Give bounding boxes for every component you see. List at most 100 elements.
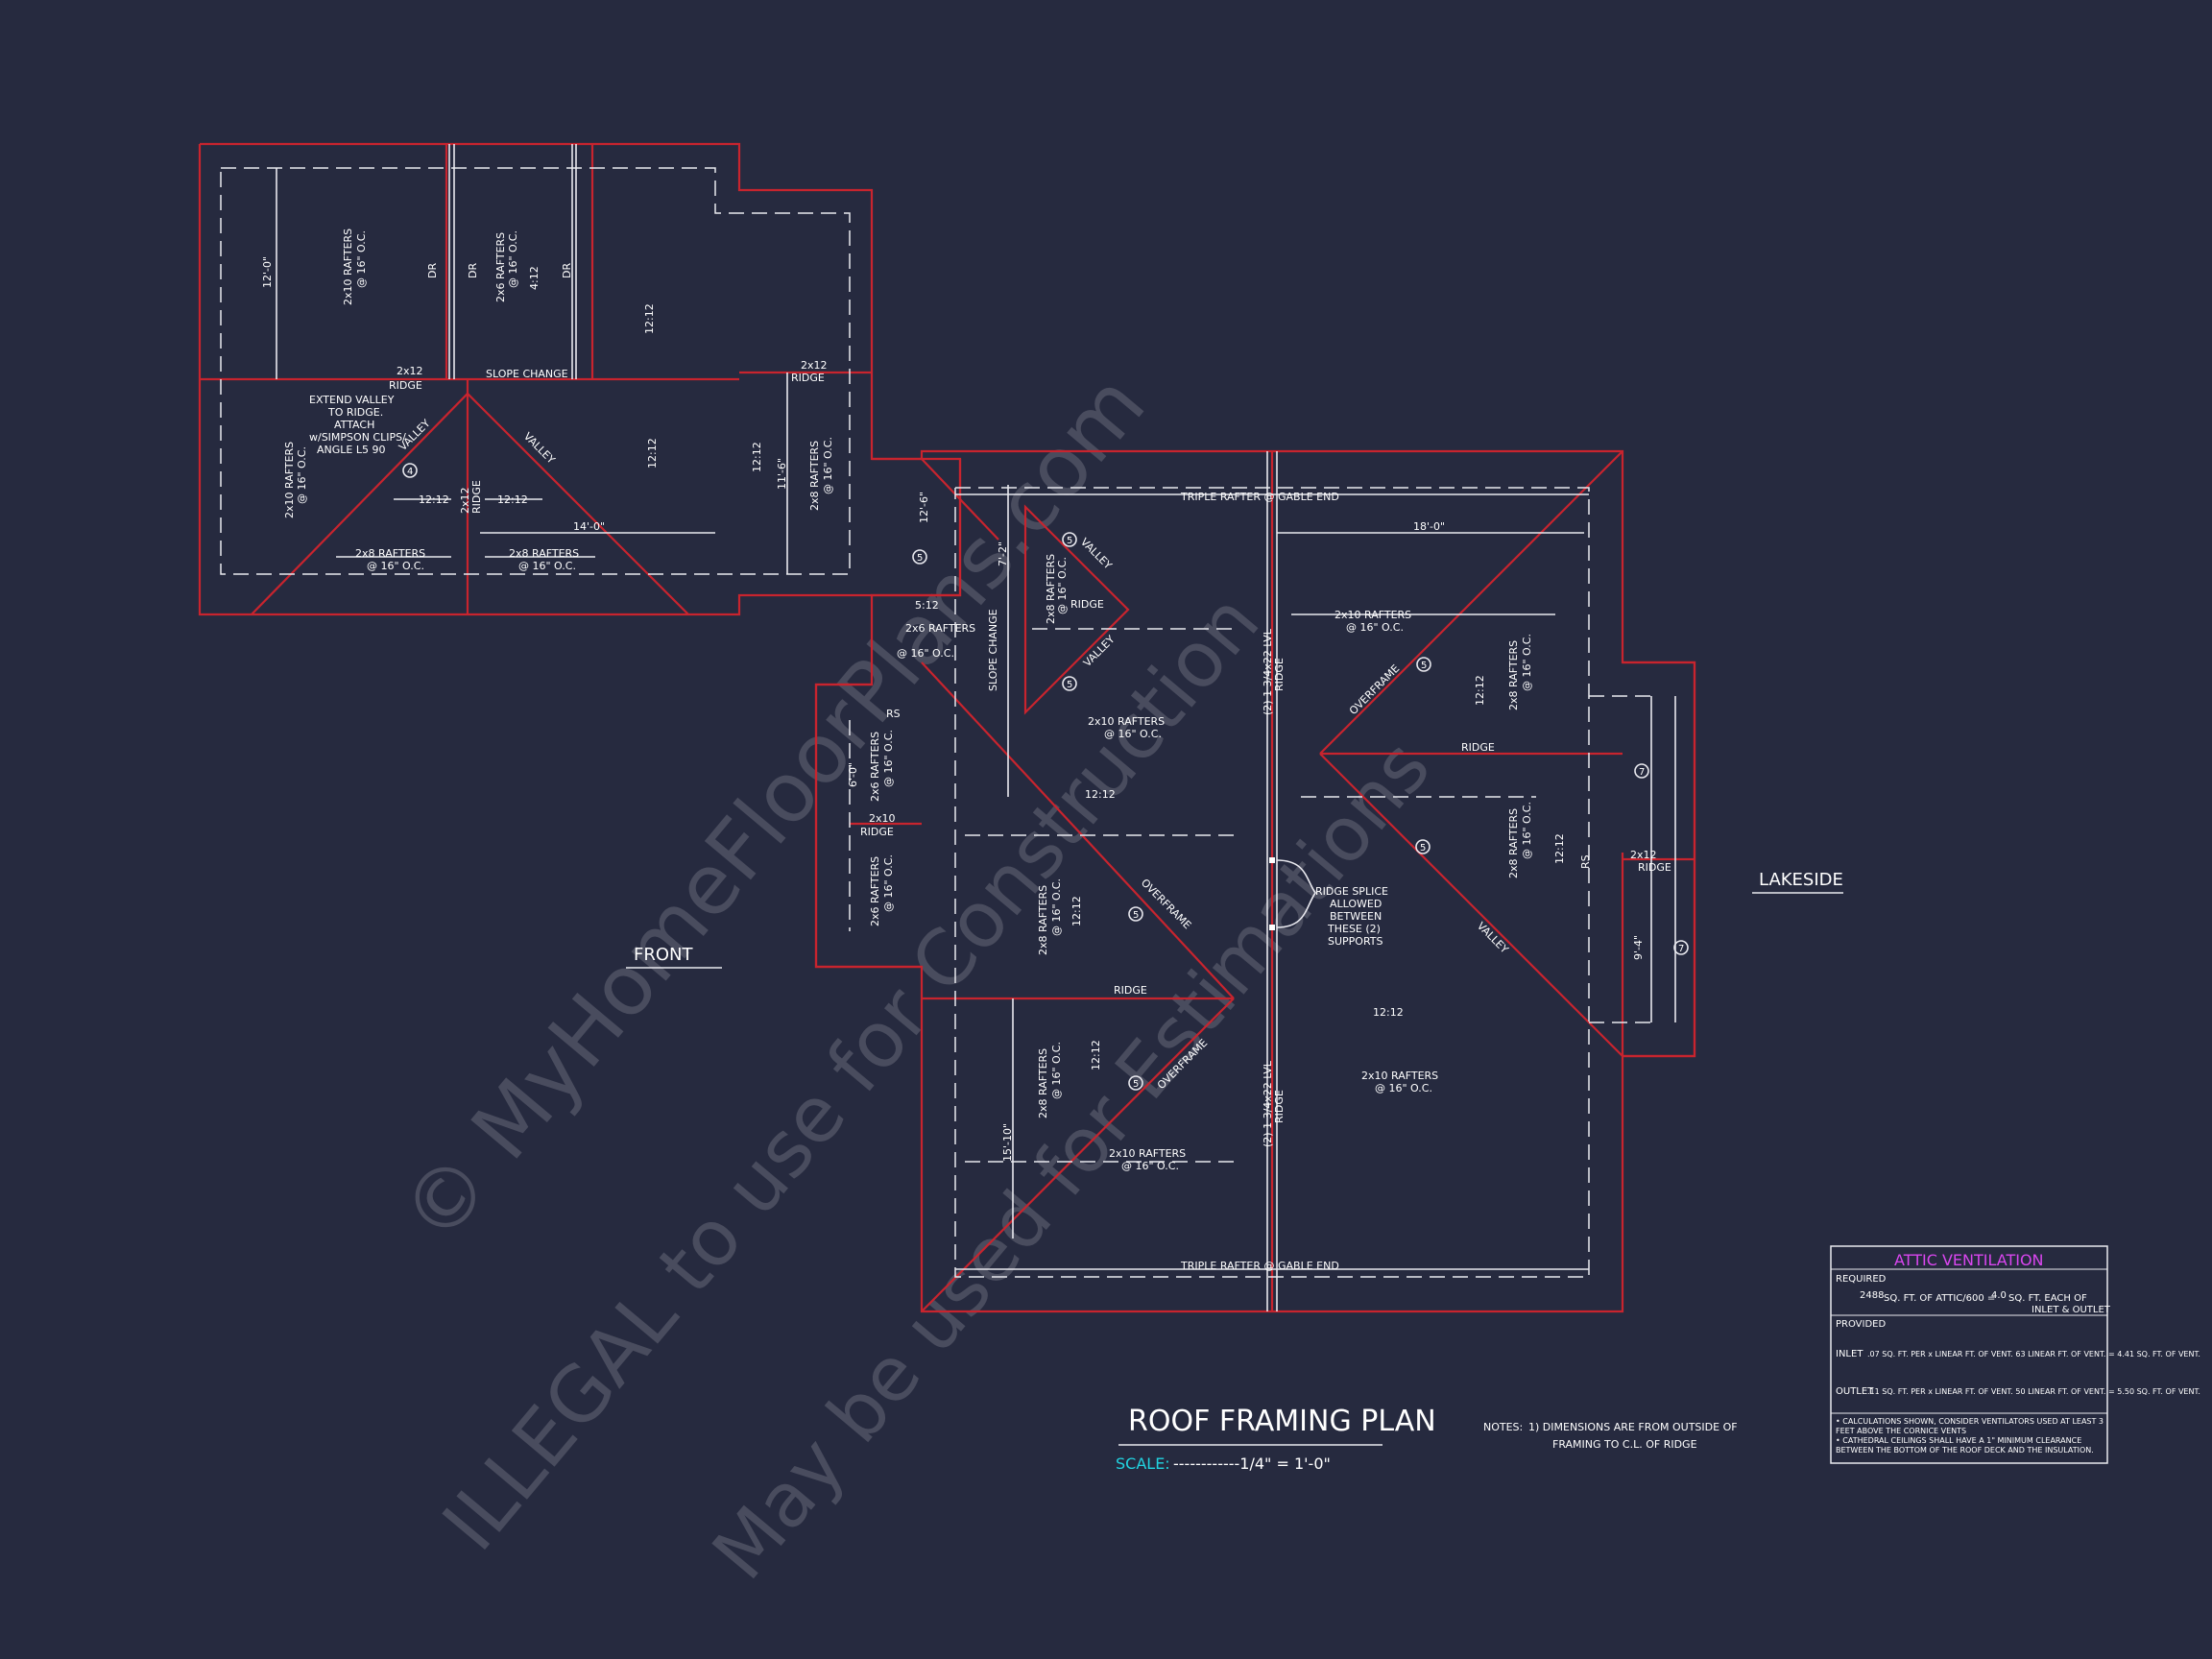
ridge-size: 2x12: [801, 359, 828, 372]
rafter-spacing: @ 16" O.C.: [1521, 634, 1533, 691]
tag-5: 5: [1421, 661, 1427, 671]
ridge-label: RIDGE: [1273, 658, 1286, 691]
pitch-label: 12:12: [646, 438, 659, 469]
pitch-label: 12:12: [751, 442, 763, 472]
note-line: 1) DIMENSIONS ARE FROM OUTSIDE OF: [1528, 1421, 1738, 1433]
left-wing-outline: [198, 142, 962, 616]
required-value: 2488: [1860, 1290, 1884, 1301]
dim-11-6: 11'-6": [776, 458, 788, 490]
dim-14-0: 14'-0": [573, 520, 605, 533]
pitch-label: 5:12: [915, 599, 939, 612]
ridge-splice-note: THESE (2): [1327, 923, 1381, 935]
dr-label: DR: [467, 263, 479, 278]
tag-7: 7: [1639, 767, 1645, 778]
ridge-size: 2x12: [459, 487, 471, 514]
rafter-label: 2x6 RAFTERS: [869, 856, 881, 926]
rafter-spacing: @ 16" O.C.: [1346, 621, 1404, 634]
rafter-label: 2x10 RAFTERS: [1088, 715, 1165, 728]
pitch-label: 12:12: [643, 303, 656, 334]
ridge-label: RIDGE: [1273, 1090, 1286, 1123]
dim-15-10: 15'-10": [1001, 1123, 1014, 1162]
scale-label: SCALE:: [1116, 1455, 1170, 1473]
overframe-label: OVERFRAME: [1347, 662, 1402, 717]
rafter-spacing: @ 16" O.C.: [367, 560, 424, 572]
note-line: FRAMING TO C.L. OF RIDGE: [1552, 1438, 1697, 1451]
triple-rafter-label: TRIPLE RAFTER @ GABLE END: [1180, 491, 1339, 503]
ridge-label: RIDGE: [1114, 984, 1147, 997]
rafter-label: 2x8 RAFTERS: [509, 547, 579, 560]
extend-valley-note: ANGLE L5 90: [317, 444, 385, 456]
attic-ventilation-title: ATTIC VENTILATION: [1894, 1251, 2044, 1269]
rafter-spacing: @ 16" O.C.: [296, 446, 308, 504]
left-wing-framing: [220, 144, 851, 575]
tag-5: 5: [1133, 910, 1139, 921]
ridge-size: 2x12: [1630, 849, 1657, 861]
dim-2-6: 12'-6": [918, 492, 930, 523]
rafter-spacing: @ 16" O.C.: [1121, 1160, 1179, 1172]
attic-note: • CALCULATIONS SHOWN, CONSIDER VENTILATO…: [1836, 1417, 2104, 1435]
pitch-label: 12:12: [1474, 675, 1486, 706]
rafter-label: 2x8 RAFTERS: [1037, 1048, 1049, 1118]
dim-12-0: 12'-0": [261, 256, 274, 288]
rafter-label: 2x8 RAFTERS: [1045, 554, 1057, 624]
rafter-label: 2x10 RAFTERS: [1109, 1147, 1186, 1160]
main-block-framing: [849, 451, 1676, 1311]
rafter-label: 2x6 RAFTERS: [494, 232, 507, 302]
dr-label: DR: [426, 263, 439, 278]
outlet-label: OUTLET: [1836, 1386, 1874, 1397]
rafter-spacing: @ 16" O.C.: [897, 647, 954, 660]
rafter-label: 2x8 RAFTERS: [1037, 885, 1049, 955]
rafter-label: 2x8 RAFTERS: [1507, 640, 1520, 710]
slope-change-label: SLOPE CHANGE: [987, 609, 999, 691]
triple-rafter-label: TRIPLE RAFTER @ GABLE END: [1180, 1260, 1339, 1272]
drawing-title: ROOF FRAMING PLAN: [1128, 1405, 1436, 1438]
rafter-spacing: @ 16" O.C.: [1375, 1082, 1432, 1094]
ridge-label: RIDGE: [470, 480, 483, 514]
pitch-label: 4:12: [528, 266, 541, 290]
rafter-spacing: @ 16" O.C.: [882, 854, 895, 912]
rafter-spacing: @ 16" O.C.: [507, 230, 519, 288]
tag-5: 5: [1067, 536, 1072, 546]
rs-label: RS: [1579, 854, 1592, 869]
pitch-label: 12:12: [1553, 833, 1566, 864]
rafter-label: 2x6 RAFTERS: [905, 622, 975, 635]
inlet-calc: .07 SQ. FT. PER x LINEAR FT. OF VENT. 63…: [1867, 1350, 2200, 1358]
title-area: ROOF FRAMING PLAN SCALE: ------------1/4…: [1116, 1405, 1738, 1473]
rafter-label: 2x10 RAFTERS: [1361, 1070, 1438, 1082]
valley-label: VALLEY: [1078, 536, 1115, 572]
ridge-label: RIDGE: [1070, 598, 1104, 611]
rafter-label: 2x8 RAFTERS: [808, 441, 821, 511]
rafter-spacing: @ 16" O.C.: [355, 230, 368, 288]
ridge-label: RIDGE: [1461, 741, 1495, 754]
rafter-spacing: @ 16" O.C.: [1104, 728, 1162, 740]
required-line: SQ. FT. EACH OF: [2008, 1293, 2087, 1304]
tag-7: 7: [1678, 944, 1684, 954]
ridge-label: RIDGE: [860, 826, 894, 838]
front-label: FRONT: [634, 945, 693, 965]
attic-note: • CATHEDRAL CEILINGS SHALL HAVE A 1" MIN…: [1836, 1436, 2094, 1455]
required-value: 4.0: [1991, 1290, 2007, 1301]
dr-label: DR: [561, 263, 573, 278]
rafter-label: 2x6 RAFTERS: [869, 732, 881, 802]
extend-valley-note: ATTACH: [334, 419, 374, 431]
required-line: SQ. FT. OF ATTIC/600 =: [1884, 1293, 1995, 1304]
extend-valley-note: w/SIMPSON CLIPS/: [309, 431, 406, 444]
tag-4: 4: [407, 467, 413, 477]
dim-9-4: 9'-4": [1632, 935, 1645, 960]
left-wing-labels: 12'-0" 2x10 RAFTERS @ 16" O.C. DR DR DR …: [261, 228, 834, 572]
slope-change-label: SLOPE CHANGE: [486, 368, 568, 380]
lakeside-label: LAKESIDE: [1759, 870, 1843, 890]
tag-5: 5: [1420, 843, 1426, 854]
pitch-label: 12:12: [1373, 1006, 1404, 1019]
rafter-spacing: @ 16" O.C.: [1050, 878, 1063, 936]
ridge-label: RIDGE: [389, 379, 422, 392]
provided-label: PROVIDED: [1836, 1319, 1886, 1330]
dim-6-0: 6'-0": [847, 762, 859, 787]
ridge-label: RIDGE: [1638, 861, 1671, 874]
pitch-label: 12:12: [1090, 1040, 1102, 1070]
extend-valley-note: EXTEND VALLEY: [309, 394, 395, 406]
ridge-label: RIDGE: [791, 372, 825, 384]
rs-label: RS: [886, 708, 901, 720]
ridge-splice-note: ALLOWED: [1330, 898, 1382, 910]
